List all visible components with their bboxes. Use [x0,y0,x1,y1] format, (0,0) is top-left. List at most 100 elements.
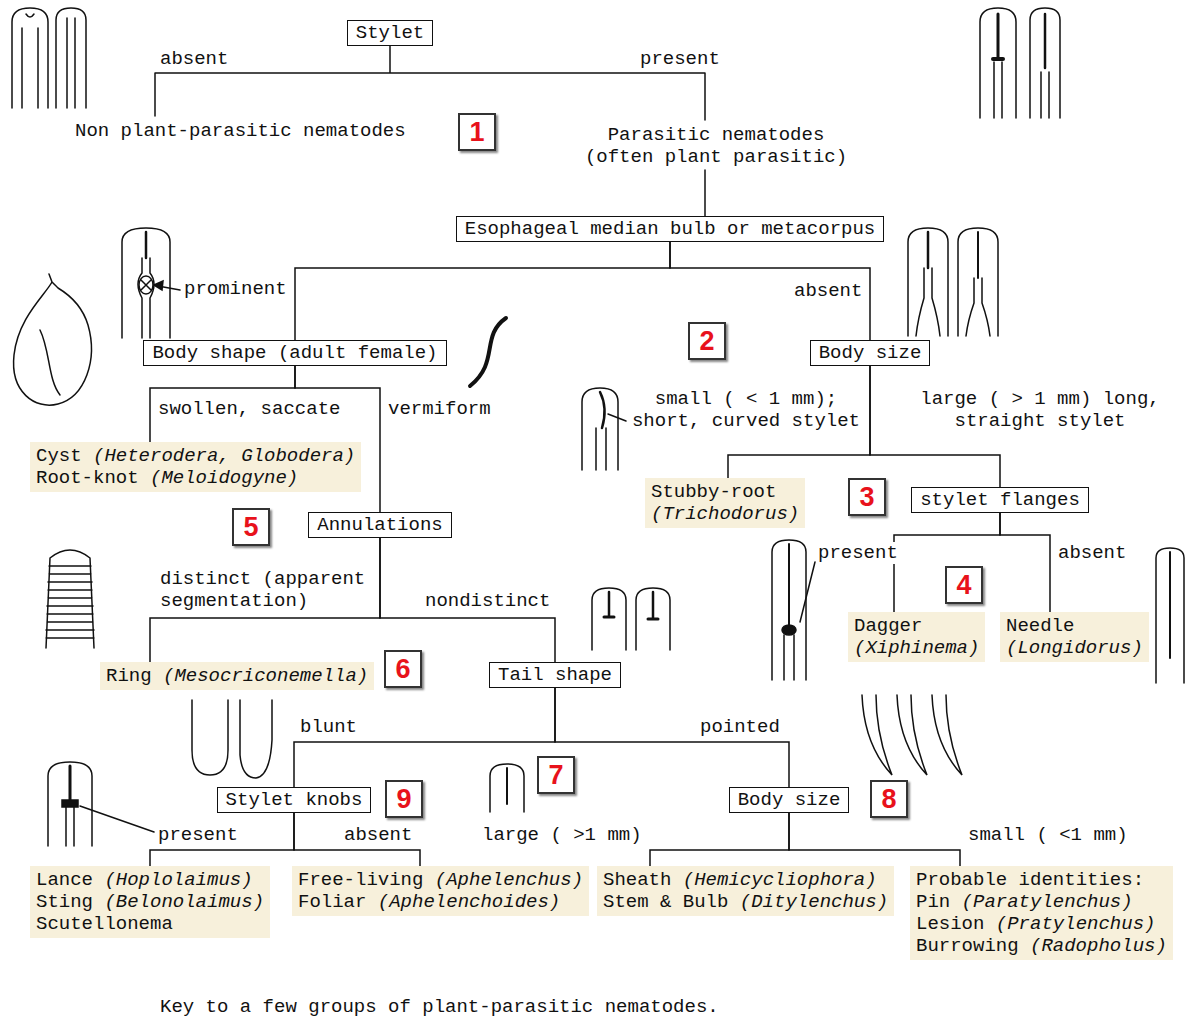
branch-label: pointed [700,716,780,738]
median-bulb-head [122,228,170,338]
callout-number-text: 1 [469,117,484,147]
flange-head [788,544,790,625]
leader-arrow [154,281,163,290]
callout-number-text: 8 [881,784,896,814]
knobbed-stylet-head [48,762,92,846]
flange-head [782,625,796,635]
head-no-bulb [977,232,979,278]
leader-line [800,562,815,622]
key-label: Parasitic nematodes (often plant parasit… [580,124,852,168]
annulated-body [46,550,94,648]
key-question-box: stylet flanges [911,487,1089,513]
taxon-name: Free-living [298,869,423,891]
key-connector [294,688,555,787]
leader-line [608,414,626,421]
taxon-name: Ring [106,665,152,687]
result-box: Lance(Hoplolaimus)Sting(Belonolaimus)Scu… [30,866,270,938]
text-line: Needle [1006,615,1143,637]
result-box: Dagger(Xiphinema) [848,612,985,662]
pointed-tail [897,695,927,775]
blunt-tail [240,700,272,778]
cyst-female [14,274,92,405]
nematode-illustrations [12,8,1184,846]
text-line: Stubby-root [651,481,799,503]
taxon-name: (Longidorus) [1006,637,1143,659]
flange-head [772,540,806,680]
stubby-head [582,388,618,470]
branch-label: distinct (apparent segmentation) [160,568,372,612]
taxon-name: Lesion [916,913,984,935]
flange-head [772,540,806,680]
text-line: Scutellonema [36,913,264,935]
taxon-name: (Xiphinema) [854,637,979,659]
text-line: Pin (Paratylenchus) [916,891,1167,913]
head-no-bulb [958,228,998,336]
key-connector [1000,513,1050,612]
text-line: Lance(Hoplolaimus) [36,869,264,891]
branch-label: blunt [300,716,357,738]
result-box: Ring (Mesocriconemella) [100,662,374,690]
branch-label: absent [794,280,862,302]
taxon-name: (Pratylenchus) [996,913,1156,935]
head-with-stylet [652,592,655,618]
taxon-name: Dagger [854,615,922,637]
key-label: Non plant-parasitic nematodes [75,120,406,142]
key-connector [150,538,380,662]
taxon-name: (Ditylenchus) [740,891,888,913]
needle-head [1169,552,1171,658]
callout-number: 4 [945,566,983,604]
key-connector [150,813,294,866]
head-with-stylet [490,764,524,812]
taxon-name: (Hemicycliophora) [683,869,877,891]
head-no-bulb [908,228,948,336]
median-bulb-head [122,228,170,338]
taxon-name: (Aphelenchus) [435,869,583,891]
branch-label: absent [1058,542,1126,564]
blunt-tail [192,700,228,775]
stubby-head [600,392,605,428]
taxon-name: (Paratylenchus) [962,891,1133,913]
key-question-box: Esophageal median bulb or metacorpus [456,216,884,242]
taxon-name: Pin [916,891,950,913]
branch-label: present [158,824,238,846]
head-no-bulb [908,228,948,336]
key-question-box: Annulations [308,512,451,538]
callout-number: 3 [848,478,886,516]
head-with-stylet [592,588,626,650]
key-question-box: Tail shape [489,662,621,688]
text-line: Burrowing(Radopholus) [916,935,1167,957]
branch-label: large ( > 1 mm) long, straight stylet [918,388,1162,432]
result-box: Sheath(Hemicycliophora)Stem & Bulb(Dityl… [597,866,894,916]
text-line: Free-living (Aphelenchus) [298,869,583,891]
callout-number: 5 [232,508,270,546]
pointed-tail [862,695,892,775]
key-connector [894,513,1000,612]
key-connector [294,813,420,866]
taxon-name: (Belonolaimus) [104,891,264,913]
taxon-name: (Mesocriconemella) [163,665,368,687]
callout-number: 7 [537,756,575,794]
callout-number: 1 [458,113,496,151]
callout-number: 9 [385,780,423,818]
taxon-name: Sheath [603,869,671,891]
leader-line [800,562,815,622]
head-with-stylet [1030,8,1060,118]
box-text: stylet flanges [920,489,1080,511]
taxon-name: (Meloidogyne) [150,467,298,489]
text-line: Sheath (Hemicycliophora) [603,869,888,891]
box-text: Annulations [317,514,442,536]
text-line: Dagger [854,615,979,637]
text-line: Sting(Belonolaimus) [36,891,264,913]
leader-arrow [154,281,180,290]
taxon-name: (Heterodera, Globodera) [93,445,355,467]
box-text: Tail shape [498,664,612,686]
callout-number-text: 4 [956,570,971,600]
key-question-box: Stylet knobs [217,787,372,813]
key-connector [295,242,670,340]
box-text: Body size [738,789,841,811]
head-with-stylet [636,588,670,650]
result-box: Stubby-root(Trichodorus) [645,478,805,528]
knobbed-stylet-head [69,766,72,802]
branch-label: absent [344,824,412,846]
key-connector [380,538,555,662]
